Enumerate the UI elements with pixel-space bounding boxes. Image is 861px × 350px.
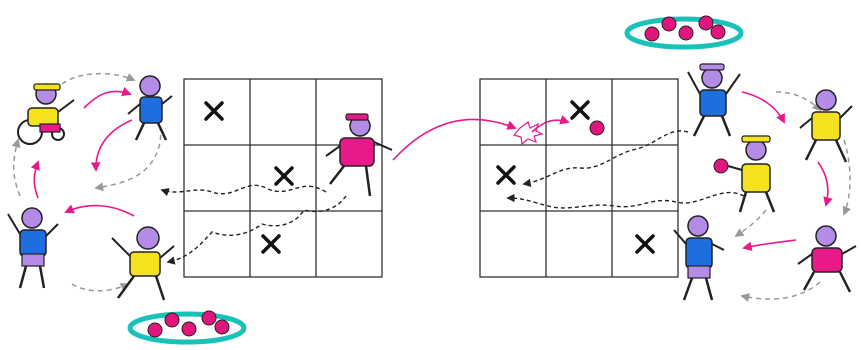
player-yellow-leaping <box>111 226 175 301</box>
rotate-arrows <box>11 72 852 302</box>
pass-arrow-icon <box>30 160 40 199</box>
ball-icon <box>181 321 197 337</box>
ball-icon <box>201 310 217 326</box>
right-grid <box>479 78 679 278</box>
ball-icon <box>678 25 694 41</box>
hoop-top-right <box>624 15 744 50</box>
run-arrow-icon <box>522 130 689 188</box>
player-pink-crouching <box>797 225 857 293</box>
ball-icon <box>644 26 660 42</box>
x-mark-icon <box>570 100 590 120</box>
ball-icon <box>710 24 726 40</box>
pass-arrow-icon <box>64 204 135 217</box>
pass-arrow-icon <box>742 239 797 252</box>
player-yellow-catching <box>727 135 776 213</box>
left-grid-x-marks <box>204 101 294 254</box>
rotate-arrow-icon <box>842 139 852 216</box>
pass-arrow-icon <box>90 119 133 172</box>
impact-burst-icon <box>512 121 544 146</box>
player-blue-receiving <box>673 215 725 301</box>
x-mark-icon <box>496 165 516 185</box>
rotate-arrow-icon <box>61 72 136 85</box>
ball-icon <box>589 120 605 136</box>
ball-icon <box>661 16 677 32</box>
run-arrow-icon <box>166 195 347 265</box>
pass-arrow-icon <box>531 115 570 133</box>
right-grid-x-marks <box>496 100 655 254</box>
pass-arrows <box>30 87 833 252</box>
rotate-arrow-icon <box>734 209 767 237</box>
ball-icon <box>164 312 180 328</box>
rotate-arrow-icon <box>11 138 21 197</box>
rotate-arrow-icon <box>71 283 130 292</box>
run-arrow-icon <box>506 191 745 209</box>
player-purple-arms-up <box>687 63 741 137</box>
player-blue-standing <box>7 207 59 289</box>
rotate-arrow-icon <box>775 91 822 112</box>
pass-arrow-icon <box>741 91 785 124</box>
x-mark-icon <box>635 234 655 254</box>
pass-arrow-icon <box>392 118 517 161</box>
ball-icon <box>214 319 230 335</box>
ball-icon <box>698 15 714 31</box>
player-pink-throwing <box>325 113 393 197</box>
x-mark-icon <box>204 101 224 121</box>
rotate-arrow-icon <box>740 281 821 302</box>
ball-icon <box>147 322 163 338</box>
run-arrow-icon <box>160 184 327 197</box>
player-blue-jumping <box>127 75 173 141</box>
pass-arrow-icon <box>817 161 833 207</box>
ball-icon <box>713 158 729 174</box>
rotate-arrow-icon <box>94 125 162 192</box>
hoop-bottom-left <box>127 310 247 345</box>
x-mark-icon <box>274 166 294 186</box>
pass-arrow-icon <box>83 87 132 109</box>
x-mark-icon <box>261 234 281 254</box>
player-yellow-standing <box>799 89 853 163</box>
player-in-wheelchair <box>17 83 75 145</box>
run-arrows <box>160 130 745 265</box>
